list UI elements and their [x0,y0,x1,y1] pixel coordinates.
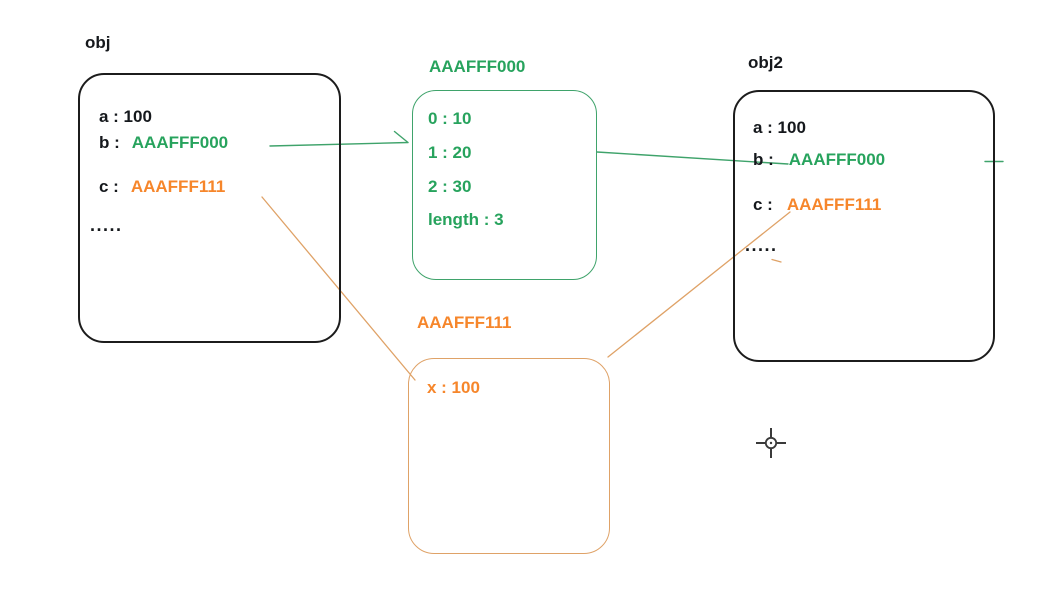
array-item-2: 2 : 30 [428,177,472,196]
obj-prop-c: c : AAAFFF111 [99,177,225,197]
object-box [408,358,610,554]
obj2-prop-c-key: c : [753,195,773,214]
object-item-x: x : 100 [427,378,480,397]
obj2-prop-b-ref: AAAFFF000 [788,150,886,169]
obj2-prop-c-ref: AAAFFF111 [786,195,882,214]
crosshair-icon [756,428,786,458]
obj2-ellipsis: ..... [745,235,778,255]
obj2-prop-b-key: b : [753,150,774,169]
obj2-title: obj2 [748,53,783,72]
array-item-length: length : 3 [428,210,504,229]
array-box [412,90,597,280]
obj-prop-c-key: c : [99,177,119,196]
obj2-box [733,90,995,362]
obj-prop-b-ref: AAAFFF000 [131,133,229,152]
obj-prop-b: b : AAAFFF000 [99,133,228,153]
array-box-title: AAAFFF000 [429,57,526,76]
array-item-0: 0 : 10 [428,109,472,128]
array-item-1: 1 : 20 [428,143,472,162]
obj2-prop-a: a : 100 [753,118,806,137]
obj-title: obj [85,33,111,52]
obj-prop-b-key: b : [99,133,120,152]
object-box-title: AAAFFF111 [417,313,512,332]
obj2-prop-b: b : AAAFFF000 [753,150,885,170]
obj-box [78,73,341,343]
obj2-prop-c: c : AAAFFF111 [753,195,881,215]
obj-prop-a: a : 100 [99,107,152,126]
obj-prop-c-ref: AAAFFF111 [130,177,226,196]
obj-ellipsis: ..... [90,215,123,235]
